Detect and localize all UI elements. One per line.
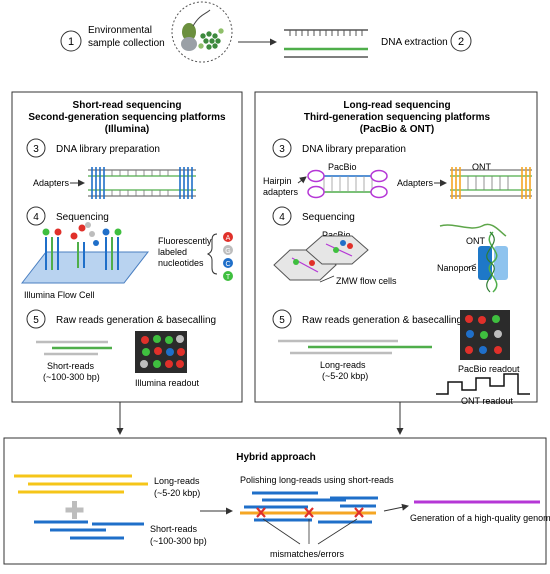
fluor-label-line3: nucleotides	[158, 258, 204, 268]
short-reads-length: (~100-300 bp)	[43, 372, 100, 382]
dna-extraction-illustration	[284, 29, 368, 58]
pacbio-library-construct	[307, 169, 388, 199]
nucleotide-c: C	[225, 261, 230, 268]
sr-step-5-circle	[26, 309, 46, 329]
lr-step-4-number: 4	[279, 212, 285, 223]
lr-step-5-circle	[272, 309, 292, 329]
polishing-label: Polishing long-reads using short-reads	[240, 475, 394, 485]
hybrid-long-reads-length: (~5-20 kbp)	[154, 488, 200, 498]
step-2-number: 2	[458, 36, 464, 48]
hybrid-long-reads-label: Long-reads	[154, 476, 200, 486]
sr-adapters-label: Adapters	[33, 178, 70, 188]
short-read-subtitle: Second-generation sequencing platforms	[28, 112, 226, 123]
lr-step-3-number: 3	[279, 144, 285, 155]
nucleotide-a: A	[226, 235, 231, 242]
sr-step-3-label: DNA library preparation	[56, 144, 160, 155]
nanopore-illustration	[439, 223, 508, 293]
arrow-to-genome	[383, 503, 409, 512]
illumina-readout-label: Illumina readout	[135, 378, 200, 388]
genome-label: Generation of a high-quality genome	[410, 513, 550, 523]
short-read-platform: (Illumina)	[105, 124, 149, 135]
sr-step-5-number: 5	[33, 315, 39, 326]
lr-step-4-label: Sequencing	[302, 212, 355, 223]
ont-signal-trace	[436, 373, 530, 395]
nucleotide-t: T	[226, 274, 231, 281]
error-marker-icon	[256, 507, 266, 518]
long-read-subtitle: Third-generation sequencing platforms	[304, 112, 491, 123]
long-reads-label: Long-reads	[320, 360, 366, 370]
step-1-circle: 1	[60, 30, 82, 52]
short-reads-illustration	[36, 340, 112, 356]
lr-step-4-circle	[272, 206, 292, 226]
ont-seq-label: ONT	[466, 236, 486, 246]
long-reads-length: (~5-20 kbp)	[322, 371, 368, 381]
ont-library-construct	[450, 167, 532, 199]
mismatches-label: mismatches/errors	[270, 549, 345, 559]
environmental-sample-illustration	[171, 1, 233, 63]
sr-step-4-number: 4	[33, 212, 39, 223]
long-read-platform: (PacBio & ONT)	[360, 124, 434, 135]
nucleotide-g: G	[225, 248, 230, 255]
hairpin-label-line1: Hairpin	[263, 176, 292, 186]
error-marker-icon	[304, 507, 314, 518]
dna-extraction-label: DNA extraction	[381, 37, 448, 48]
pacbio-readout-grid	[460, 310, 510, 360]
sr-step-4-circle	[26, 206, 46, 226]
ont-readout-label: ONT readout	[461, 396, 513, 406]
nucleotide-legend: A G C T	[223, 232, 233, 281]
pacbio-seq-label: PacBio	[322, 230, 351, 240]
sr-library-construct	[88, 167, 196, 199]
env-sample-label-line2: sample collection	[88, 38, 165, 49]
plus-sign-icon	[65, 501, 84, 519]
illumina-readout-grid	[135, 331, 187, 373]
short-read-title: Short-read sequencing	[73, 100, 182, 111]
error-marker-icon	[354, 507, 364, 518]
hybrid-title: Hybrid approach	[236, 452, 315, 463]
hairpin-arrow	[297, 176, 307, 184]
env-sample-label-line1: Environmental	[88, 25, 152, 36]
zmw-flow-cell-illustration	[273, 235, 369, 281]
pacbio-readout-label: PacBio readout	[458, 364, 520, 374]
zmw-pointer	[319, 275, 335, 283]
fluor-label-line1: Fluorescently	[158, 236, 212, 246]
fluor-label-line2: labeled	[158, 247, 187, 257]
long-reads-illustration	[278, 339, 432, 355]
long-read-title: Long-read sequencing	[343, 100, 450, 111]
illumina-flow-cell-label: Illumina Flow Cell	[24, 290, 95, 300]
hybrid-long-reads-illustration	[14, 474, 148, 494]
hybrid-short-reads-label: Short-reads	[150, 524, 198, 534]
nucleotide-brace	[206, 233, 218, 275]
hairpin-label-line2: adapters	[263, 187, 299, 197]
lr-step-3-circle	[272, 138, 292, 158]
step-2-circle: 2	[450, 30, 472, 52]
lr-step-3-label: DNA library preparation	[302, 144, 406, 155]
ont-adapters-label: Adapters	[397, 178, 434, 188]
sr-step-4-label: Sequencing	[56, 212, 109, 223]
sr-step-3-number: 3	[33, 144, 39, 155]
short-read-panel	[11, 91, 243, 403]
nanopore-label: Nanopore	[437, 263, 477, 273]
lr-step-5-label: Raw reads generation & basecalling	[302, 315, 462, 326]
nanopore-pointer	[466, 263, 477, 269]
illumina-flow-cell-illustration	[20, 222, 150, 284]
zmw-flow-cells-label: ZMW flow cells	[336, 276, 397, 286]
ont-lib-label: ONT	[472, 162, 492, 172]
hybrid-short-reads-length: (~100-300 bp)	[150, 536, 207, 546]
mismatch-pointer-lines	[262, 518, 358, 545]
step-1-number: 1	[68, 36, 74, 48]
short-reads-label: Short-reads	[47, 361, 95, 371]
sr-step-3-circle	[26, 138, 46, 158]
lr-step-5-number: 5	[279, 315, 285, 326]
pacbio-lib-label: PacBio	[328, 162, 357, 172]
hybrid-short-reads-illustration	[34, 520, 144, 540]
sr-step-5-label: Raw reads generation & basecalling	[56, 315, 216, 326]
